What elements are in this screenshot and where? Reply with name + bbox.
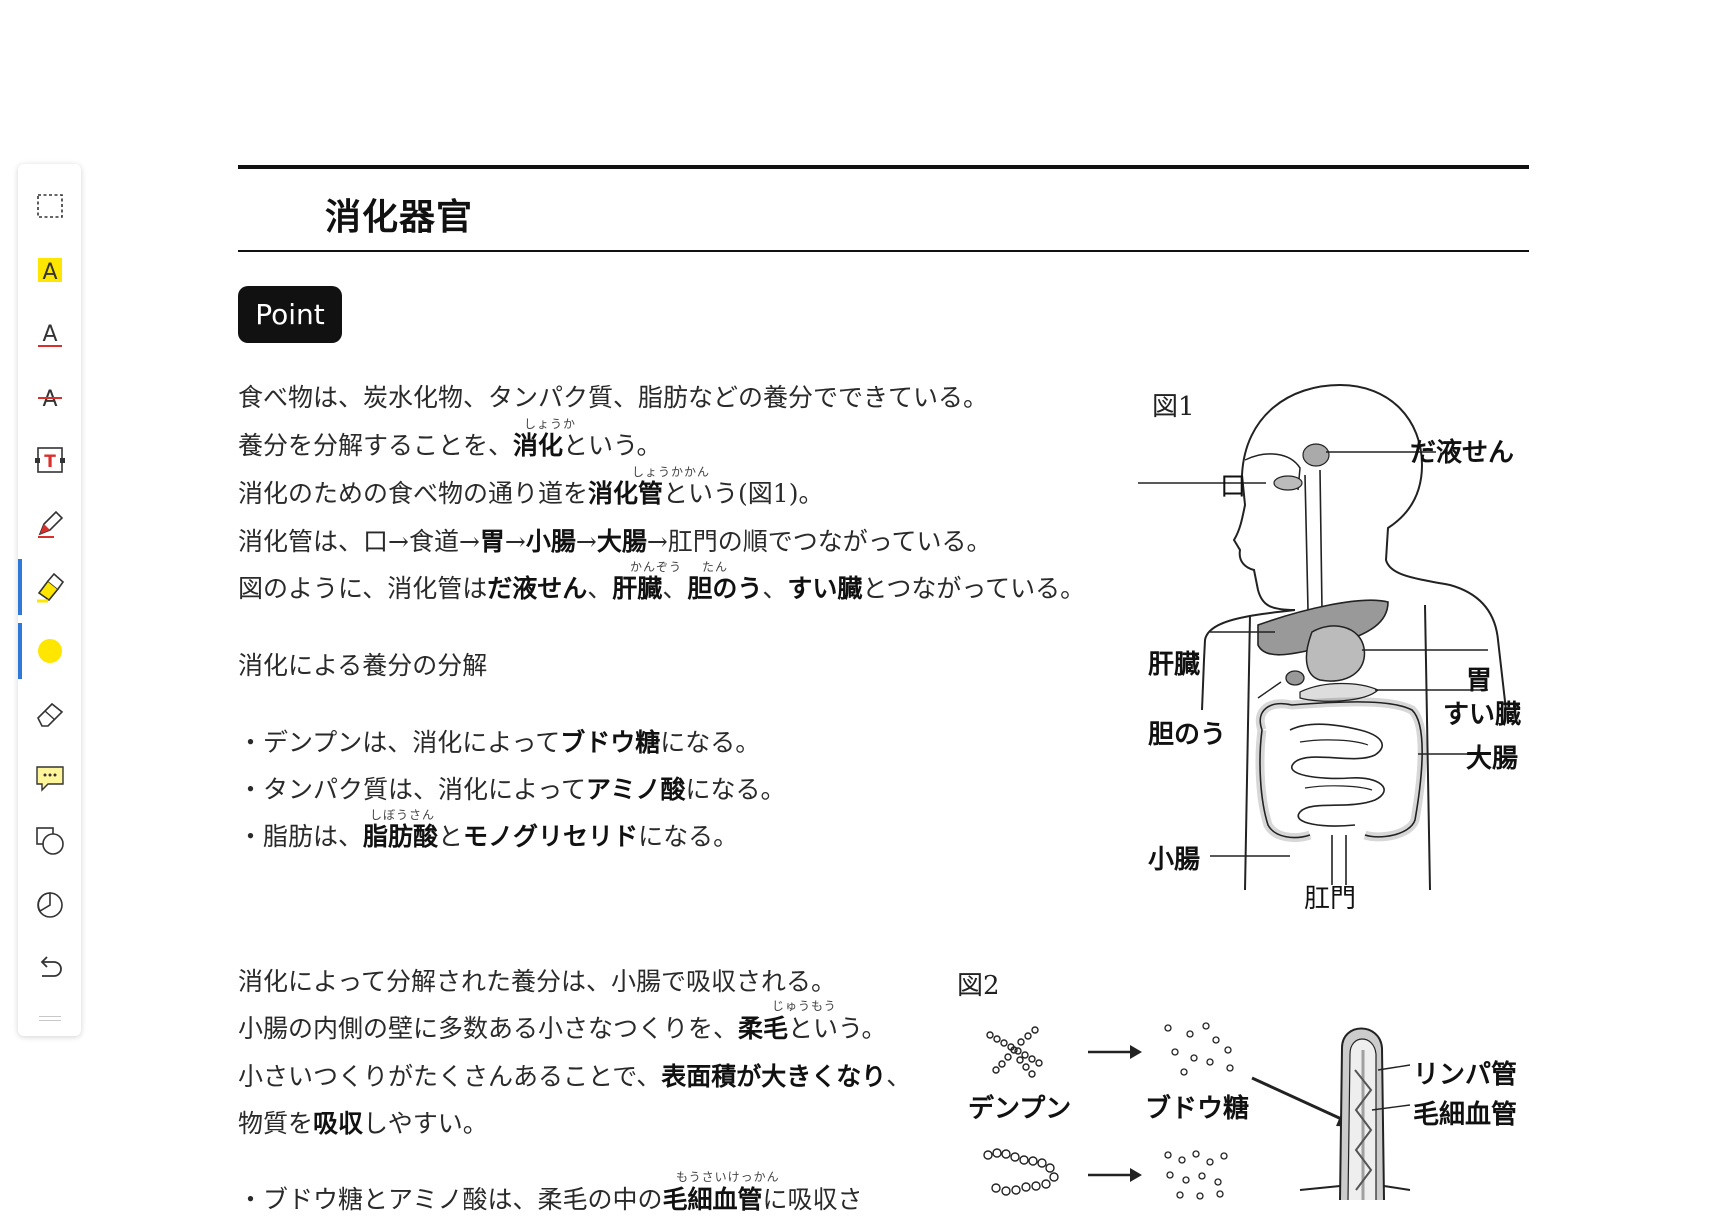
ruby-tan: たん [702, 560, 729, 574]
section-heading: 消化による養分の分解 [238, 651, 488, 680]
bullet-1: ・デンプンは、消化によってブドウ糖になる。 [238, 728, 761, 757]
text-strikethrough-icon: A [37, 387, 62, 412]
highlight-text-tool[interactable]: A [18, 242, 81, 298]
para2-line1: 消化によって分解された養分は、小腸で吸収される。 [238, 967, 837, 996]
label-lymph-vessel: リンパ管 [1413, 1060, 1518, 1090]
annotation-toolbar: A A A T [18, 164, 81, 1036]
ruby-kanzou: かんぞう [630, 560, 683, 574]
digestive-system-diagram [1138, 383, 1507, 891]
label-large-intestine: 大腸 [1466, 744, 1519, 774]
fig1-label: 図1 [1152, 392, 1195, 422]
yellow-dot-icon [37, 639, 62, 663]
title-rule-bottom [238, 250, 1529, 252]
textbox-icon: T [34, 447, 65, 473]
bullet-3: ・脂肪は、脂肪酸とモノグリセリドになる。 [238, 822, 739, 851]
title-rule-top [238, 165, 1529, 169]
color-picker[interactable] [18, 623, 81, 679]
para2-line3: 小さいつくりがたくさんあることで、表面積が大きくなり、 [238, 1062, 912, 1091]
highlighter-tool[interactable] [18, 559, 81, 615]
para1-line4: 消化管は、口→食道→胃→小腸→大腸→肛門の順でつながっている。 [238, 527, 992, 556]
pie-icon [36, 892, 63, 918]
svg-text:A: A [42, 387, 57, 412]
villus-absorption-diagram [983, 1022, 1411, 1201]
comment-icon [35, 766, 64, 792]
label-stomach: 胃 [1466, 666, 1493, 696]
underline-text-tool[interactable]: A [18, 306, 81, 362]
eraser-tool[interactable] [18, 686, 81, 742]
label-capillary: 毛細血管 [1413, 1100, 1518, 1130]
eraser-icon [36, 702, 63, 727]
select-tool[interactable] [18, 178, 81, 234]
pen-icon [37, 510, 63, 538]
label-mouth: 口 [1220, 472, 1247, 502]
ruby-shouka: しょうか [524, 417, 577, 431]
label-small-intestine: 小腸 [1148, 845, 1201, 875]
ruby-mousaikekkan: もうさいけっかん [676, 1170, 780, 1184]
label-salivary-gland: だ液せん [1410, 438, 1515, 468]
para1-line3: 消化のための食べ物の通り道を消化管という(図1)。 [238, 479, 824, 508]
timer-tool[interactable] [18, 877, 81, 933]
highlighter-icon [36, 572, 64, 603]
ruby-shibousan: しぼうさん [370, 808, 436, 822]
undo-icon [40, 956, 62, 977]
page-title: 消化器官 [325, 197, 474, 238]
para1-line1: 食べ物は、炭水化物、タンパク質、脂肪などの養分でできている。 [238, 383, 989, 412]
label-gallbladder: 胆のう [1148, 720, 1227, 750]
svg-text:A: A [42, 260, 57, 285]
ruby-juumou: じゅうもう [772, 999, 837, 1013]
strikethrough-text-tool[interactable]: A [18, 369, 81, 425]
label-pancreas: すい臓 [1443, 700, 1522, 730]
svg-text:T: T [44, 452, 56, 472]
text-highlight-icon: A [37, 258, 62, 285]
textbox-tool[interactable]: T [18, 432, 81, 488]
dashed-rectangle-icon [36, 194, 63, 218]
shape-tool[interactable] [18, 813, 81, 869]
ruby-shoukakan: しょうかかん [632, 465, 711, 479]
toolbar-drag-handle[interactable] [39, 1016, 61, 1024]
undo-button[interactable] [18, 940, 81, 996]
fig2-label: 図2 [957, 971, 1000, 1001]
para2-line4: 物質を吸収しやすい。 [238, 1109, 488, 1138]
label-anus: 肛門 [1304, 884, 1357, 914]
bullet-2: ・タンパク質は、消化によってアミノ酸になる。 [238, 775, 786, 804]
point-badge: Point [238, 286, 342, 343]
shapes-icon [35, 827, 64, 855]
label-starch: デンプン [968, 1094, 1072, 1124]
para1-line5: 図のように、消化管はだ液せん、肝臓、胆のう、すい臓とつながっている。 [238, 574, 1086, 603]
comment-tool[interactable] [18, 750, 81, 806]
text-underline-icon: A [37, 322, 62, 347]
label-liver: 肝臓 [1148, 650, 1201, 680]
pen-tool[interactable] [18, 496, 81, 552]
svg-text:A: A [42, 322, 57, 347]
label-glucose: ブドウ糖 [1145, 1094, 1250, 1124]
para2-line5: ・ブドウ糖とアミノ酸は、柔毛の中の毛細血管に吸収さ [238, 1185, 863, 1214]
para1-line2: 養分を分解することを、消化という。 [238, 431, 662, 460]
para2-line2: 小腸の内側の壁に多数ある小さなつくりを、柔毛という。 [238, 1014, 887, 1043]
